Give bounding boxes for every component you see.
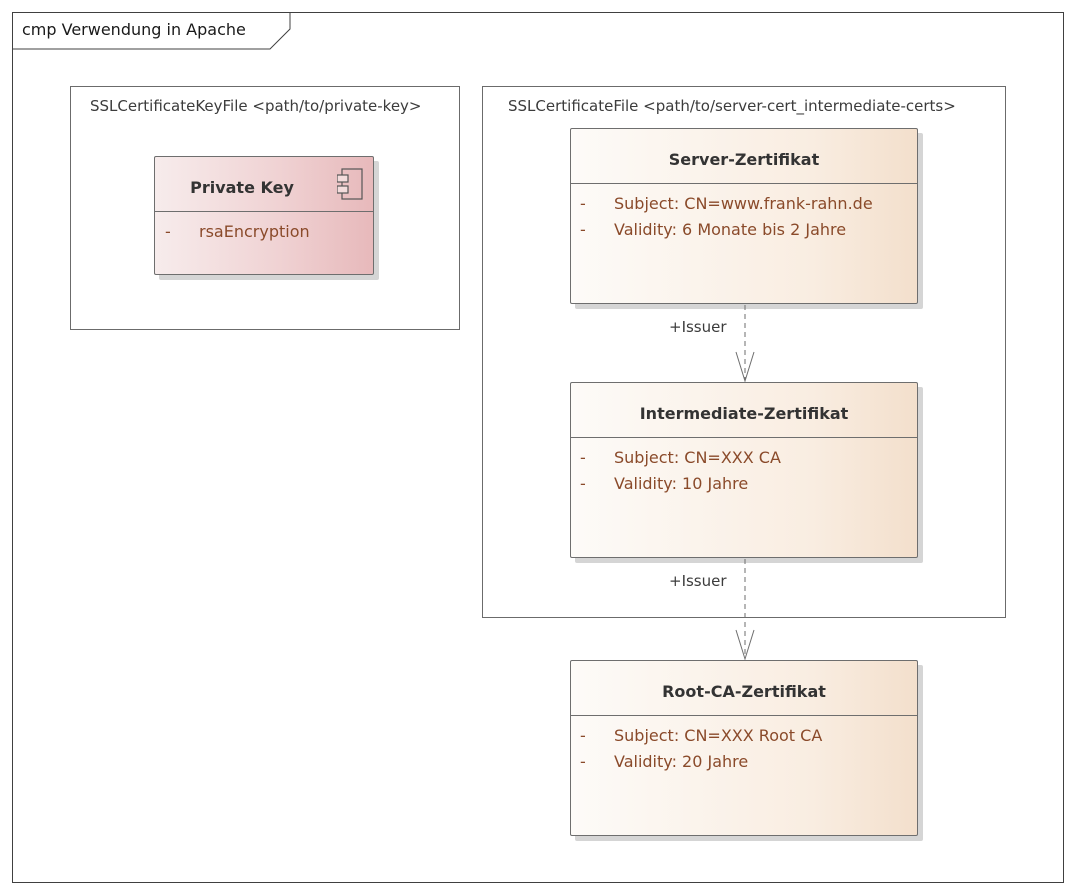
diagram-frame <box>12 12 1064 883</box>
intermediate-cert-title: Intermediate-Zertifikat <box>639 404 849 423</box>
relation-label-issuer: +Issuer <box>669 572 727 590</box>
package-cert-file-label: SSLCertificateFile <path/to/server-cert_… <box>508 97 956 115</box>
attribute-dash: - <box>580 752 586 771</box>
attribute-dash: - <box>580 726 586 745</box>
root-cert-attribute-subject: - Subject: CN=XXX Root CA <box>580 726 910 746</box>
arrow-server-to-intermediate <box>735 305 755 383</box>
server-cert-title: Server-Zertifikat <box>668 150 820 169</box>
package-key-file-label: SSLCertificateKeyFile <path/to/private-k… <box>90 97 422 115</box>
private-key-separator <box>155 211 373 212</box>
root-cert-title: Root-CA-Zertifikat <box>662 682 826 701</box>
private-key-title: Private Key <box>190 178 294 197</box>
root-cert-attribute-validity: - Validity: 20 Jahre <box>580 752 910 772</box>
server-cert-attribute-validity: - Validity: 6 Monate bis 2 Jahre <box>580 220 910 240</box>
private-key-component[interactable]: Private Key - rsaEncryption <box>154 156 374 275</box>
arrow-intermediate-to-root <box>735 559 755 661</box>
attribute-text: Validity: 6 Monate bis 2 Jahre <box>614 220 847 239</box>
attribute-dash: - <box>580 448 586 467</box>
attribute-text: Subject: CN=XXX Root CA <box>614 726 823 745</box>
attribute-text: Subject: CN=www.frank-rahn.de <box>614 194 873 213</box>
intermediate-cert-separator <box>571 437 917 438</box>
intermediate-cert-class[interactable]: Intermediate-Zertifikat - Subject: CN=XX… <box>570 382 918 558</box>
attribute-dash: - <box>165 222 171 241</box>
component-icon <box>337 168 363 200</box>
attribute-text: Subject: CN=XXX CA <box>614 448 781 467</box>
attribute-text: rsaEncryption <box>199 222 310 241</box>
frame-title: cmp Verwendung in Apache <box>22 20 246 39</box>
server-cert-separator <box>571 183 917 184</box>
private-key-attribute: - rsaEncryption <box>165 222 365 242</box>
root-cert-class[interactable]: Root-CA-Zertifikat - Subject: CN=XXX Roo… <box>570 660 918 836</box>
intermediate-cert-attribute-subject: - Subject: CN=XXX CA <box>580 448 910 468</box>
root-cert-separator <box>571 715 917 716</box>
attribute-dash: - <box>580 220 586 239</box>
server-cert-attribute-subject: - Subject: CN=www.frank-rahn.de <box>580 194 910 214</box>
attribute-dash: - <box>580 194 586 213</box>
relation-label-issuer: +Issuer <box>669 318 727 336</box>
attribute-text: Validity: 20 Jahre <box>614 752 749 771</box>
attribute-dash: - <box>580 474 586 493</box>
attribute-text: Validity: 10 Jahre <box>614 474 749 493</box>
server-cert-class[interactable]: Server-Zertifikat - Subject: CN=www.fran… <box>570 128 918 304</box>
intermediate-cert-attribute-validity: - Validity: 10 Jahre <box>580 474 910 494</box>
